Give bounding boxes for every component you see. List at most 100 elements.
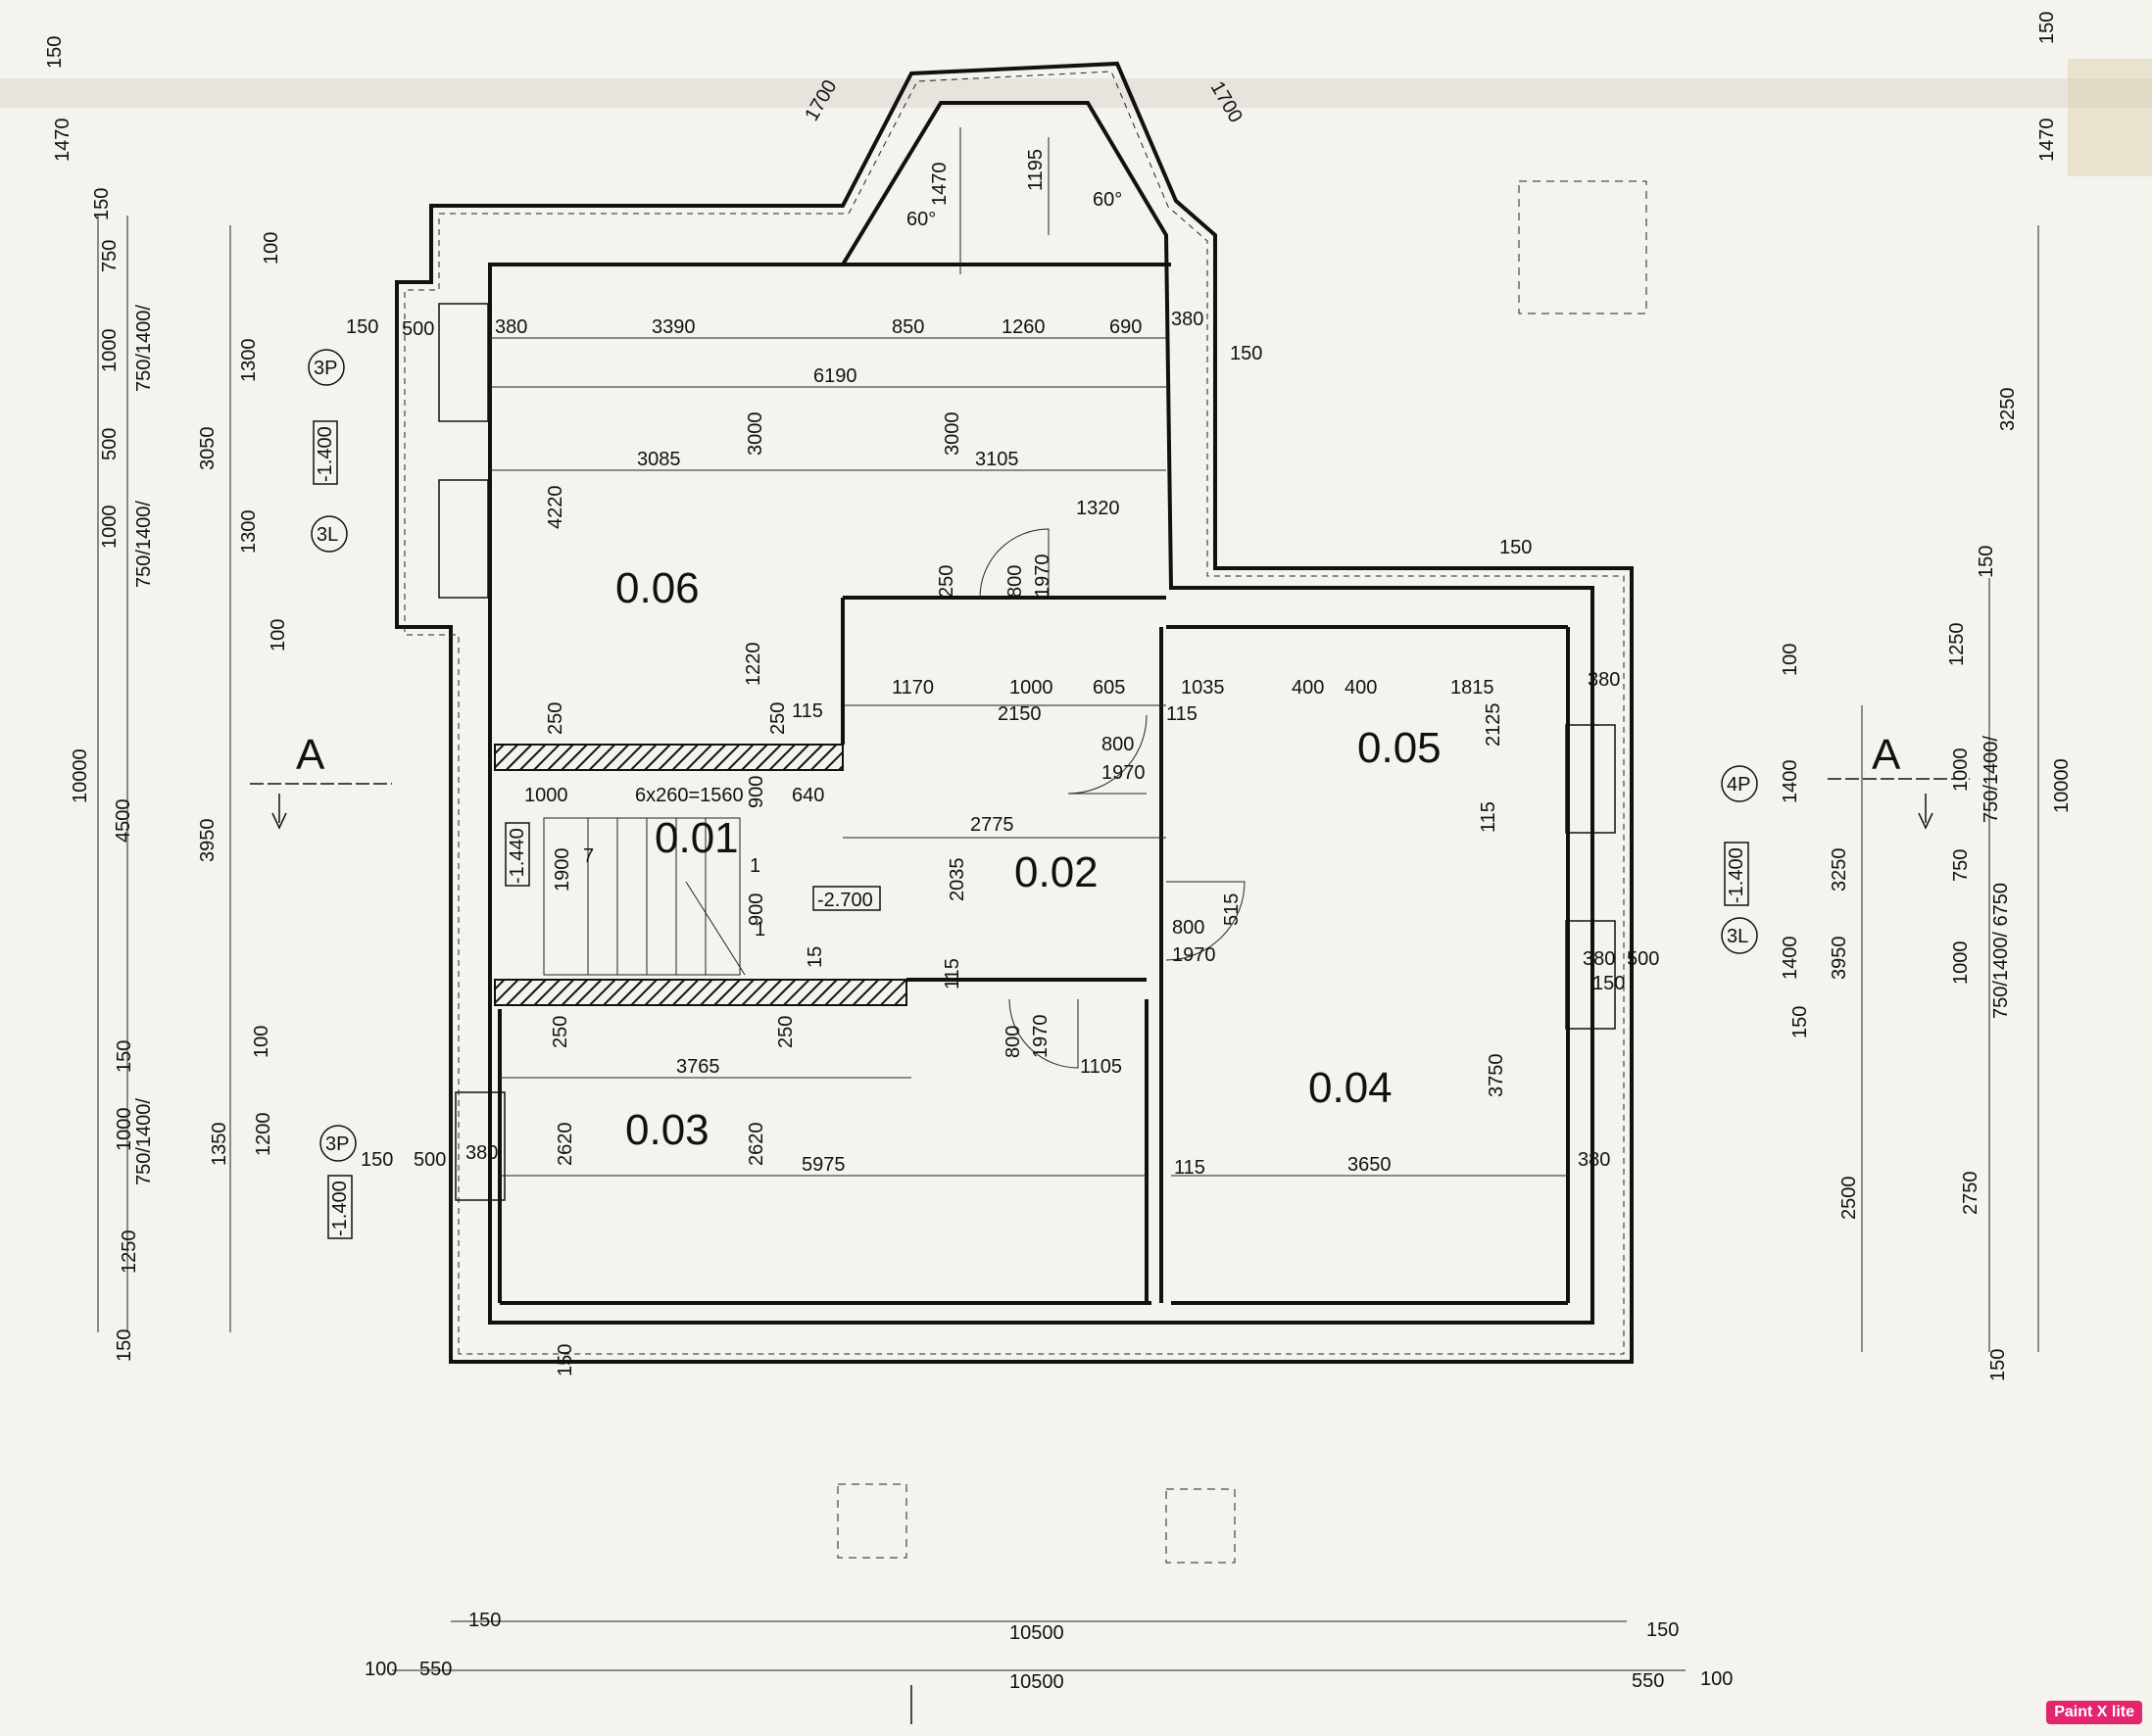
dimension-label: 1000	[524, 785, 568, 806]
dimension-label: 3950	[1829, 937, 1850, 981]
dimension-label: 3250	[1829, 848, 1850, 892]
dimension-label: 850	[892, 316, 924, 338]
stair-run: 6x260=1560	[635, 785, 744, 806]
dimension-label: 1000	[99, 506, 121, 550]
misc-dimensions: 380 380 380 380 380 380 150 150 150 150 …	[133, 76, 2012, 1376]
room-label: 0.04	[1308, 1064, 1393, 1112]
dimension-label: 115	[792, 700, 823, 722]
dimension-label: 150	[1789, 1006, 1811, 1038]
level-mark: -2.700	[817, 890, 873, 911]
dimension-label: 605	[1093, 677, 1125, 699]
dimension-label: 380	[495, 316, 527, 338]
dimension-label: 10500	[1009, 1671, 1064, 1693]
dimension-label: 2620	[746, 1123, 767, 1167]
dimension-label: 550	[419, 1659, 452, 1680]
dimension-label: 1970	[1032, 555, 1053, 599]
dimension-label: 100	[365, 1659, 397, 1680]
dimension-label: 640	[792, 785, 824, 806]
dimension-label: 2775	[970, 814, 1014, 836]
dimension-label: 115	[1166, 703, 1198, 725]
dimension-label: 150	[1987, 1349, 2009, 1381]
dimension-label: 250	[775, 1016, 797, 1048]
windows	[438, 303, 1616, 1201]
dimension-label: 150	[114, 1040, 135, 1073]
dimension-label: 550	[1632, 1670, 1664, 1692]
dimension-label: 2500	[1838, 1177, 1860, 1221]
dimension-label: 2750	[1960, 1172, 1981, 1216]
dimension-label: 60°	[906, 209, 936, 230]
dimension-label: 380	[1578, 1149, 1610, 1171]
dimension-label: 150	[2036, 12, 2058, 44]
dimension-label: 500	[99, 428, 121, 460]
interior-walls	[490, 263, 1570, 1305]
dimension-label: 1470	[929, 163, 951, 207]
room-label: 0.05	[1357, 724, 1442, 772]
dimension-label: 250	[936, 565, 957, 598]
dimension-label: 2620	[555, 1123, 576, 1167]
dimension-label: 100	[268, 619, 289, 651]
dimension-label: 150	[361, 1149, 393, 1171]
dimension-label: 500	[1627, 948, 1659, 970]
dimension-label: 800	[1004, 565, 1026, 598]
dimension-label: 15	[805, 946, 826, 968]
dimension-label: 250	[767, 702, 789, 735]
dimension-label: 900	[746, 893, 767, 926]
app-watermark-badge: Paint X lite	[2046, 1701, 2142, 1724]
dimension-label: 150	[1499, 537, 1532, 558]
dimension-label: 3390	[652, 316, 696, 338]
dimension-label: 1900	[552, 848, 573, 892]
dimension-label: 100	[1700, 1668, 1733, 1690]
dimension-label: 1815	[1450, 677, 1494, 699]
dimension-label: 115	[1174, 1157, 1205, 1179]
dimension-label: 750/1400/	[1981, 736, 2002, 823]
dimension-label: 515	[1221, 893, 1243, 926]
dimension-label: 1105	[1080, 1056, 1122, 1078]
dimension-label: 1000	[1009, 677, 1053, 699]
dimension-label: 1000	[1950, 748, 1972, 793]
dimension-label: 2125	[1483, 703, 1504, 747]
level-mark: -1.400	[315, 426, 336, 482]
level-mark: -1.400	[329, 1181, 351, 1236]
dimension-label: 1	[755, 919, 765, 940]
dimension-label: 1195	[1025, 149, 1047, 191]
dimension-label: 100	[1780, 644, 1801, 676]
window-tags: 3P 3L 3P 4P 3L	[308, 349, 1758, 1162]
dimension-label: 1000	[99, 329, 121, 373]
section-arrows	[271, 794, 1933, 830]
dimension-label: 3765	[676, 1056, 720, 1078]
dimension-lines	[97, 127, 2039, 1671]
dimension-label: 1300	[238, 510, 260, 555]
dimension-label: 1350	[209, 1123, 230, 1167]
dimension-label: 150	[1230, 343, 1262, 364]
dimension-label: 1220	[743, 643, 764, 687]
dimension-label: 150	[1976, 546, 1997, 578]
dimension-label: 2035	[947, 858, 968, 902]
dimension-label: 3105	[975, 449, 1019, 470]
dimension-label: 6190	[813, 365, 857, 387]
dimension-label: 750/1400/	[133, 1098, 155, 1185]
dimension-label: 1035	[1181, 677, 1225, 699]
site-marks	[837, 180, 1647, 1724]
dimension-label: 400	[1345, 677, 1377, 699]
stair	[543, 817, 746, 976]
dimension-label: 380	[1588, 669, 1620, 691]
dimension-label: 1970	[1172, 944, 1216, 966]
dimension-label: 10500	[1009, 1622, 1064, 1644]
dimension-label: 150	[346, 316, 378, 338]
dimension-label: 380	[465, 1142, 498, 1164]
door-swings	[979, 528, 1246, 1069]
window-tag: 3P	[314, 358, 337, 379]
dimension-label: 150	[468, 1610, 501, 1631]
dimension-label: 3750	[1486, 1054, 1507, 1098]
dimension-label: 800	[1101, 734, 1134, 755]
dimension-label: 150	[555, 1344, 576, 1376]
dimension-label: 150	[1592, 973, 1625, 994]
dimension-label: 800	[1003, 1026, 1024, 1058]
window-tag: 3L	[1727, 926, 1748, 947]
window-tag: 3L	[317, 524, 338, 546]
dimension-label: 1400	[1780, 937, 1801, 981]
dimension-label: 1200	[253, 1113, 274, 1157]
dimension-label: 1470	[2036, 119, 2058, 163]
room-label: 0.06	[615, 564, 700, 612]
